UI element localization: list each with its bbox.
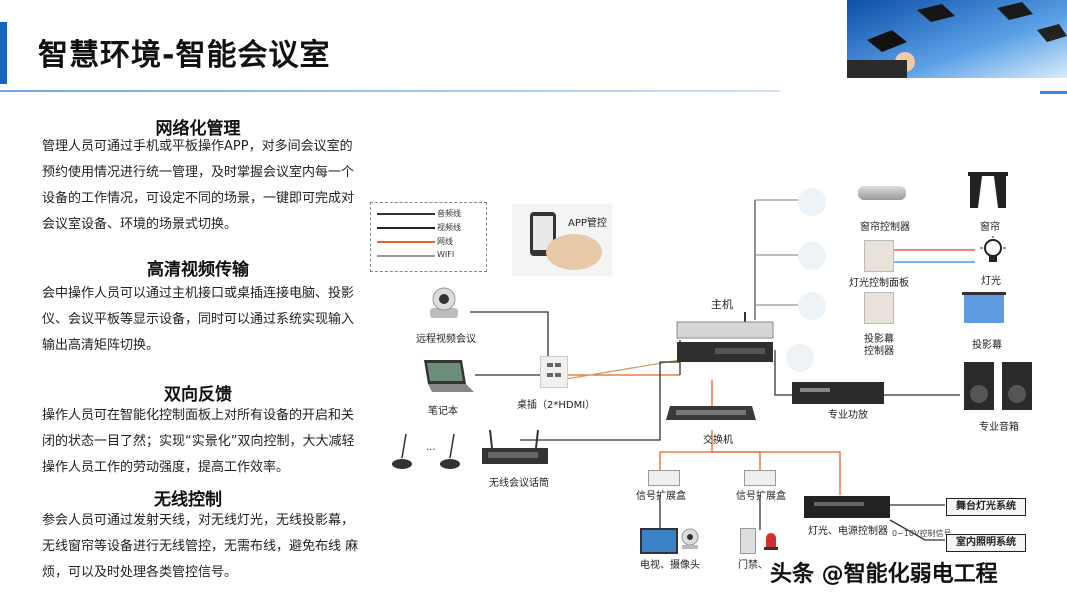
mic-dots: ... <box>426 442 436 453</box>
camera-icon <box>424 284 464 322</box>
curtain-controller-label: 窗帘控制器 <box>860 222 910 233</box>
amplifier-label: 专业功放 <box>828 410 868 421</box>
signal-box-1-label: 信号扩展盒 <box>636 491 686 502</box>
section-body-wireless: 参会人员可通过发射天线，对无线灯光，无线投影幕， 无线窗帘等设备进行无线管控，无… <box>42 513 359 580</box>
switch-label: 交换机 <box>703 435 733 446</box>
door-access-icon <box>740 528 756 554</box>
voltage-signal-label: 0~10V控制信号 <box>892 529 952 538</box>
projector-controller-icon <box>864 292 894 324</box>
section-heading-network: 网络化管理 <box>155 119 241 139</box>
signal-box-2-label: 信号扩展盒 <box>736 491 786 502</box>
desk-socket-icon <box>540 356 568 388</box>
tv-camera-label: 电视、摄像头 <box>640 560 700 571</box>
projector-label: 投影幕 <box>972 340 1002 351</box>
curtain-wifi-icon <box>798 188 826 216</box>
door-label: 门禁、 <box>738 560 768 571</box>
legend-label-video: 视频线 <box>437 223 461 232</box>
light-label: 灯光 <box>981 276 1001 287</box>
page-title: 智慧环境-智能会议室 <box>38 38 331 73</box>
title-accent-bar <box>0 22 7 84</box>
laptop-icon <box>418 356 474 396</box>
light-panel-label: 灯光控制面板 <box>849 278 909 289</box>
camera-small-icon <box>678 528 702 550</box>
legend-swatch-wifi <box>377 255 435 257</box>
curtain-icon <box>968 172 1008 208</box>
title-divider <box>0 90 780 92</box>
legend: 音频线 视频线 网线 WIFI <box>370 202 487 272</box>
microphone-icon <box>392 428 472 473</box>
speaker-label: 专业音箱 <box>979 422 1019 433</box>
projector-screen-icon <box>962 292 1006 326</box>
projector-wifi-icon <box>798 292 826 320</box>
title-divider-accent <box>1040 91 1067 94</box>
signal-box-1-icon <box>648 470 680 486</box>
power-controller-icon <box>804 494 890 520</box>
curtain-controller-icon <box>858 186 906 200</box>
alarm-icon <box>764 530 778 550</box>
section-body-hd-video: 会中操作人员可以通过主机接口或桌插连接电脑、投影仪、会议平板等显示设备，同时可以… <box>42 286 355 353</box>
host-wifi-icon <box>786 344 814 372</box>
section-body-network: 管理人员可通过手机或平板操作APP，对多间会议室的预约使用情况进行统一管理，及时… <box>42 139 355 232</box>
curtain-label: 窗帘 <box>980 222 1000 233</box>
section-body-feedback: 操作人员可在智能化控制面板上对所有设备的开启和关闭的状态一目了然；实现“实景化”… <box>42 408 355 475</box>
wireless-mic-receiver-icon <box>480 428 550 468</box>
stage-light-system-label: 舞台灯光系统 <box>946 498 1026 516</box>
amplifier-icon <box>792 380 884 406</box>
legend-label-wifi: WIFI <box>437 250 455 259</box>
legend-label-network: 网线 <box>437 237 453 246</box>
watermark: 头条 @智能化弱电工程 <box>770 562 998 587</box>
tv-icon <box>640 528 678 554</box>
legend-swatch-network <box>377 241 435 243</box>
power-controller-label: 灯光、电源控制器 <box>808 526 888 537</box>
legend-swatch-audio <box>377 213 435 215</box>
app-control-label: APP管控 <box>568 218 607 229</box>
legend-swatch-video <box>377 227 435 229</box>
wireless-mic-label: 无线会议话筒 <box>489 478 549 489</box>
section-heading-feedback: 双向反馈 <box>164 385 232 405</box>
speaker-icon <box>962 360 1034 412</box>
section-heading-hd-video: 高清视频传输 <box>147 260 249 280</box>
host-device-icon <box>675 312 775 364</box>
signal-box-2-icon <box>744 470 776 486</box>
desk-socket-label: 桌插（2*HDMI） <box>517 400 596 411</box>
light-panel-icon <box>864 240 894 272</box>
switch-device-icon <box>666 402 756 424</box>
app-control-image <box>512 204 612 276</box>
header-photo <box>847 0 1067 78</box>
indoor-light-system-label: 室内照明系统 <box>946 534 1026 552</box>
section-heading-wireless: 无线控制 <box>154 490 222 510</box>
legend-label-audio: 音频线 <box>437 209 461 218</box>
host-label: 主机 <box>711 298 733 311</box>
light-bulb-icon <box>978 236 1008 268</box>
remote-video-label: 远程视频会议 <box>416 334 476 345</box>
projector-controller-label: 投影幕控制器 <box>864 334 894 357</box>
laptop-label: 笔记本 <box>428 406 458 417</box>
light-wifi-icon <box>798 242 826 270</box>
